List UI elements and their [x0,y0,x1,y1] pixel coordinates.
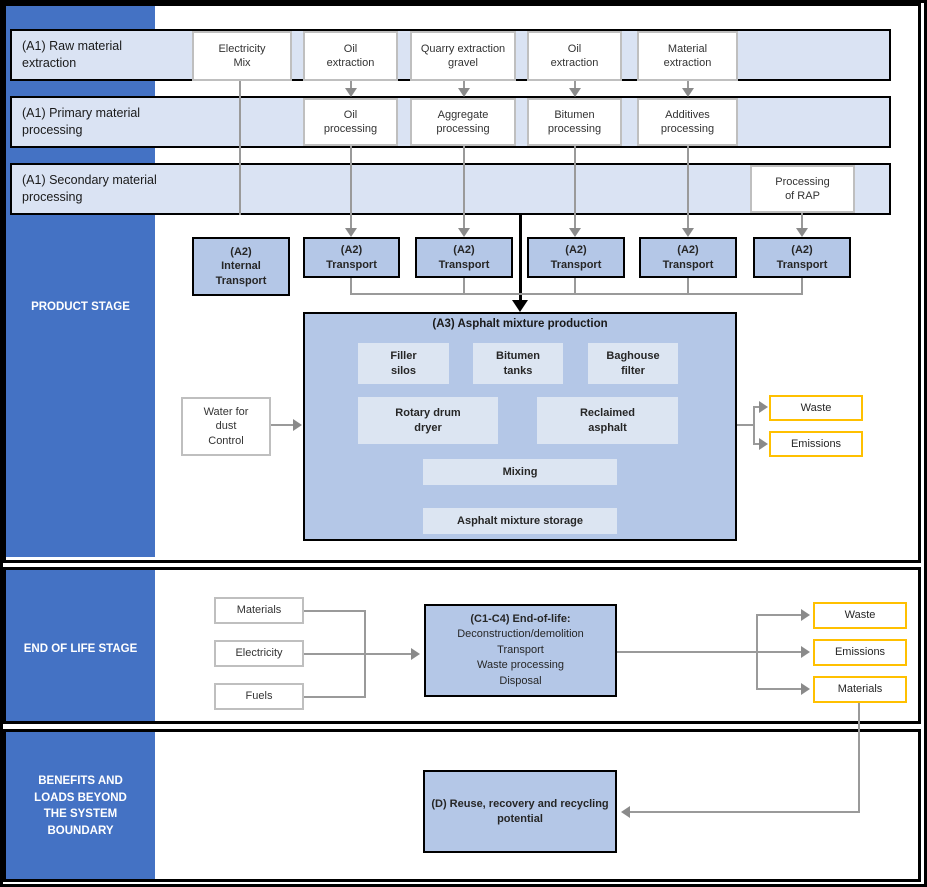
box-eol-materials-input: Materials [214,597,304,624]
connector-aggregate-transport [463,146,465,228]
box-material-extraction: Material extraction [637,31,738,81]
c1-c4-step-1: Deconstruction/demolition [457,628,584,641]
box-eol-waste: Waste [813,602,907,629]
box-c1-c4-end-of-life: (C1-C4) End-of-life: Deconstruction/demo… [424,604,617,697]
box-oil-extraction-1: Oil extraction [303,31,398,81]
connector-a3-waste-stub [753,406,760,408]
collector-stub-3 [574,278,576,295]
arrowhead-eol-materials [801,683,810,695]
arrowhead-transport-5 [796,228,808,237]
collector-stub-2 [463,278,465,295]
arrowhead-transport-4 [682,228,694,237]
band-secondary-material-processing: (A1) Secondary material processing [10,163,891,215]
unit-reclaimed-asphalt: Reclaimed asphalt [537,397,678,444]
a3-production-title: (A3) Asphalt mixture production [432,318,608,330]
arrowhead-eol-emissions [801,646,810,658]
box-electricity-mix: Electricity Mix [192,31,292,81]
arrowhead-transport-1 [345,228,357,237]
collector-stub-5 [801,278,803,295]
connector-eol-materials-stub [756,688,801,690]
connector-a3-out-v [753,406,755,445]
unit-baghouse-filter: Baghouse filter [588,343,678,384]
transport-collector-line [350,293,803,295]
box-processing-of-rap: Processing of RAP [750,165,855,213]
connector-rap-transport [801,213,803,228]
arrowhead-eol-waste [801,609,810,621]
box-d-reuse-recovery-recycling: (D) Reuse, recovery and recycling potent… [423,770,617,853]
box-transport-2: (A2) Transport [415,237,513,278]
connector-material-down [687,81,689,89]
box-transport-3: (A2) Transport [527,237,625,278]
connector-electricity-in [304,653,411,655]
connector-a3-out-h [737,424,755,426]
box-oil-processing: Oil processing [303,98,398,146]
product-stage-label: PRODUCT STAGE [31,301,130,313]
c1-c4-step-2: Transport [497,643,544,656]
box-eol-fuels-input: Fuels [214,683,304,710]
connector-quarry-down [463,81,465,89]
connector-eol-emissions-stub [756,651,801,653]
connector-oil2-down [574,81,576,89]
connector-materials-in [304,610,366,612]
c1-c4-step-4: Disposal [499,674,542,687]
arrowhead-transport-2 [458,228,470,237]
connector-a3-emissions-stub [753,443,760,445]
box-transport-4: (A2) Transport [639,237,737,278]
box-quarry-extraction: Quarry extraction gravel [410,31,516,81]
box-transport-1: (A2) Transport [303,237,400,278]
arrowhead-additives-processing [682,88,694,97]
connector-main-to-a3 [519,215,522,300]
connector-bitumen-transport [574,146,576,228]
end-of-life-label: END OF LIFE STAGE [23,643,138,655]
box-a3-emissions: Emissions [769,431,863,457]
benefits-label: BENEFITS AND LOADS BEYOND THE SYSTEM BOU… [34,775,127,838]
connector-fuels-in [304,696,366,698]
arrowhead-aggregate-processing [458,88,470,97]
box-eol-emissions: Emissions [813,639,907,666]
box-bitumen-processing: Bitumen processing [527,98,622,146]
c1-c4-title: (C1-C4) End-of-life: [470,613,571,626]
connector-water-a3 [271,424,293,426]
c1-c4-step-3: Waste processing [476,659,565,672]
connector-eol-waste-stub [756,614,801,616]
box-internal-transport: (A2) Internal Transport [192,237,290,296]
connector-materials-to-d-h [630,811,860,813]
unit-filler-silos: Filler silos [358,343,449,384]
connector-eol-out-h [617,651,757,653]
connector-materials-to-d-v [858,703,860,813]
end-of-life-sidebar [6,570,155,721]
collector-stub-1 [350,278,352,295]
connector-oil-processing-transport [350,146,352,228]
unit-rotary-drum-dryer: Rotary drum dryer [358,397,498,444]
arrowhead-a3-waste [759,401,768,413]
collector-stub-4 [687,278,689,295]
connector-electricity-down [239,81,241,215]
unit-asphalt-mixture-storage: Asphalt mixture storage [423,508,617,534]
arrowhead-eol-process [411,648,420,660]
benefits-sidebar [6,732,155,879]
box-additives-processing: Additives processing [637,98,738,146]
product-stage-sidebar [6,6,155,557]
unit-mixing: Mixing [423,459,617,485]
box-eol-materials: Materials [813,676,907,703]
box-oil-extraction-2: Oil extraction [527,31,622,81]
arrowhead-transport-3 [569,228,581,237]
arrowhead-a3-emissions [759,438,768,450]
box-water-for-dust-control: Water for dust Control [181,397,271,456]
connector-oil-extraction-down [350,81,352,89]
box-a3-waste: Waste [769,395,863,421]
arrowhead-d-box [621,806,630,818]
box-eol-electricity-input: Electricity [214,640,304,667]
box-transport-5: (A2) Transport [753,237,851,278]
unit-bitumen-tanks: Bitumen tanks [473,343,563,384]
arrowhead-a3-black [512,300,528,312]
box-aggregate-processing: Aggregate processing [410,98,516,146]
arrowhead-oil-processing [345,88,357,97]
arrowhead-bitumen-processing [569,88,581,97]
arrowhead-water-a3 [293,419,302,431]
connector-additives-transport [687,146,689,228]
